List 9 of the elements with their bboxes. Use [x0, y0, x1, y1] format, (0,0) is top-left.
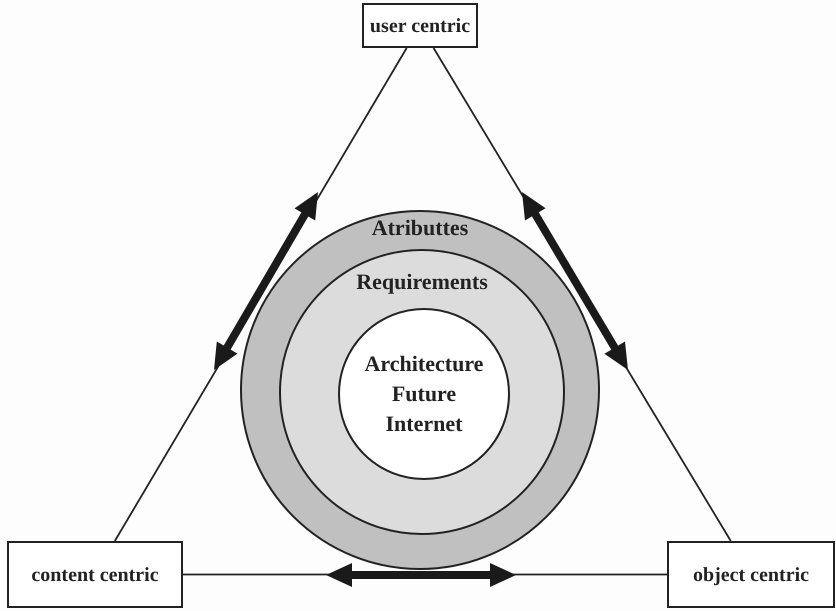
node-label: Atributtes [372, 214, 468, 242]
node-label: Architecture Future Internet [364, 350, 484, 438]
process-box [362, 3, 478, 48]
node-label: user centric [370, 14, 470, 38]
node-label: Requirements [356, 268, 488, 296]
process-box [7, 541, 183, 608]
process-box [667, 541, 835, 608]
node-label: object centric [692, 562, 810, 588]
node-label: content centric [31, 562, 159, 588]
